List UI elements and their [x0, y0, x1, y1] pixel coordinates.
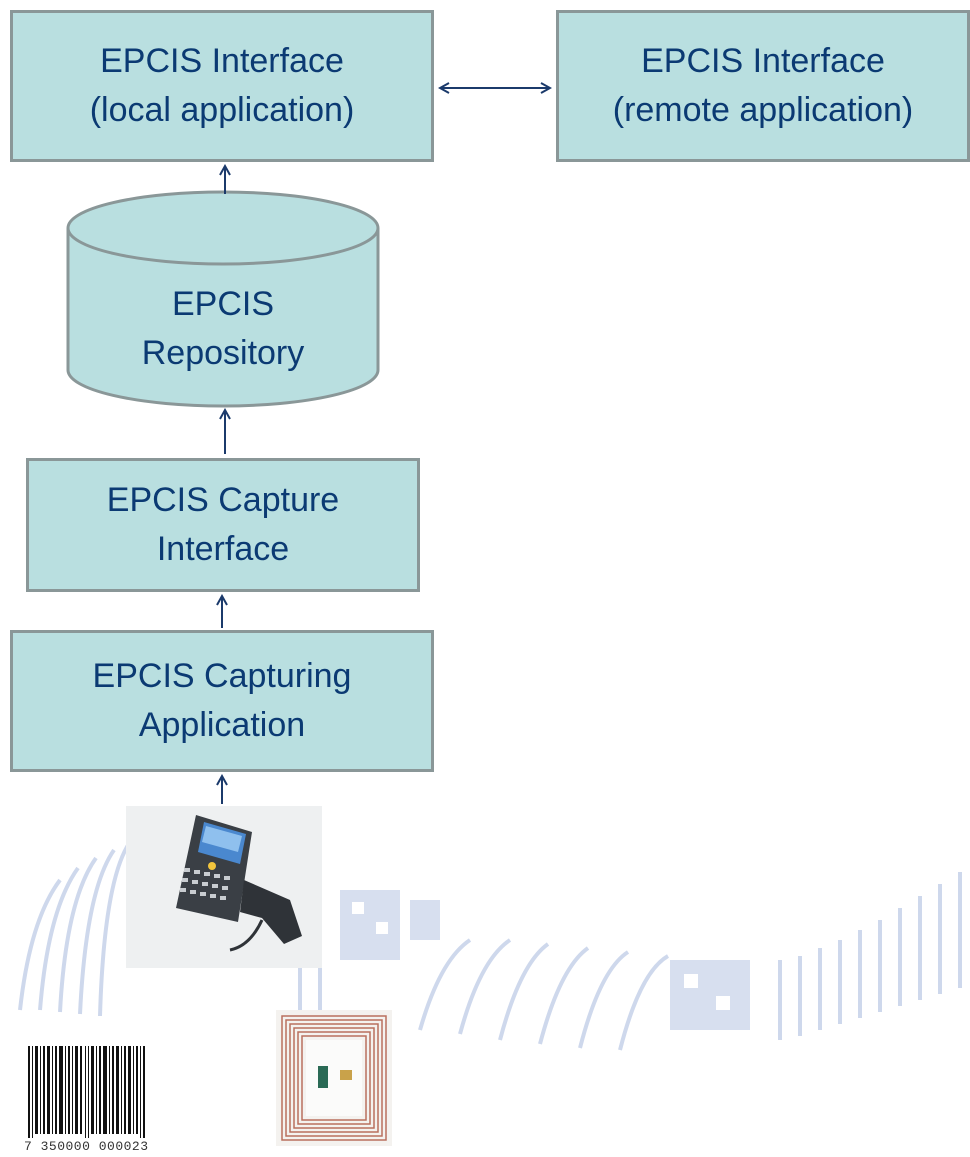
repository-cylinder	[66, 190, 380, 408]
epcis-capture-interface-box: EPCIS Capture Interface	[26, 458, 420, 592]
epcis-capturing-application-box: EPCIS Capturing Application	[10, 630, 434, 772]
remote-box-line2: (remote application)	[612, 91, 914, 129]
capturing-application-line1: EPCIS Capturing	[92, 656, 352, 695]
repository-label: EPCIS Repository	[68, 280, 378, 379]
repository-line1: EPCIS	[171, 285, 275, 323]
background-watermark	[18, 840, 962, 1051]
capture-interface-line2: Interface	[156, 530, 290, 568]
capturing-application-line2: Application	[138, 706, 306, 744]
remote-box-line1: EPCIS Interface	[641, 41, 885, 80]
epcis-interface-remote-box: EPCIS Interface (remote application)	[556, 10, 970, 162]
barcode-digits: 7 350000 000023	[24, 1138, 150, 1156]
repository-line2: Repository	[141, 334, 305, 373]
capture-interface-line1: EPCIS Capture	[106, 480, 340, 519]
barcode-icon	[24, 1046, 150, 1140]
epcis-interface-local-box: EPCIS Interface (local application)	[10, 10, 434, 162]
local-box-line2: (local application)	[89, 91, 355, 129]
handheld-barcode-scanner-icon	[126, 806, 322, 968]
rfid-tag-icon	[276, 1010, 392, 1146]
local-box-line1: EPCIS Interface	[100, 41, 344, 80]
